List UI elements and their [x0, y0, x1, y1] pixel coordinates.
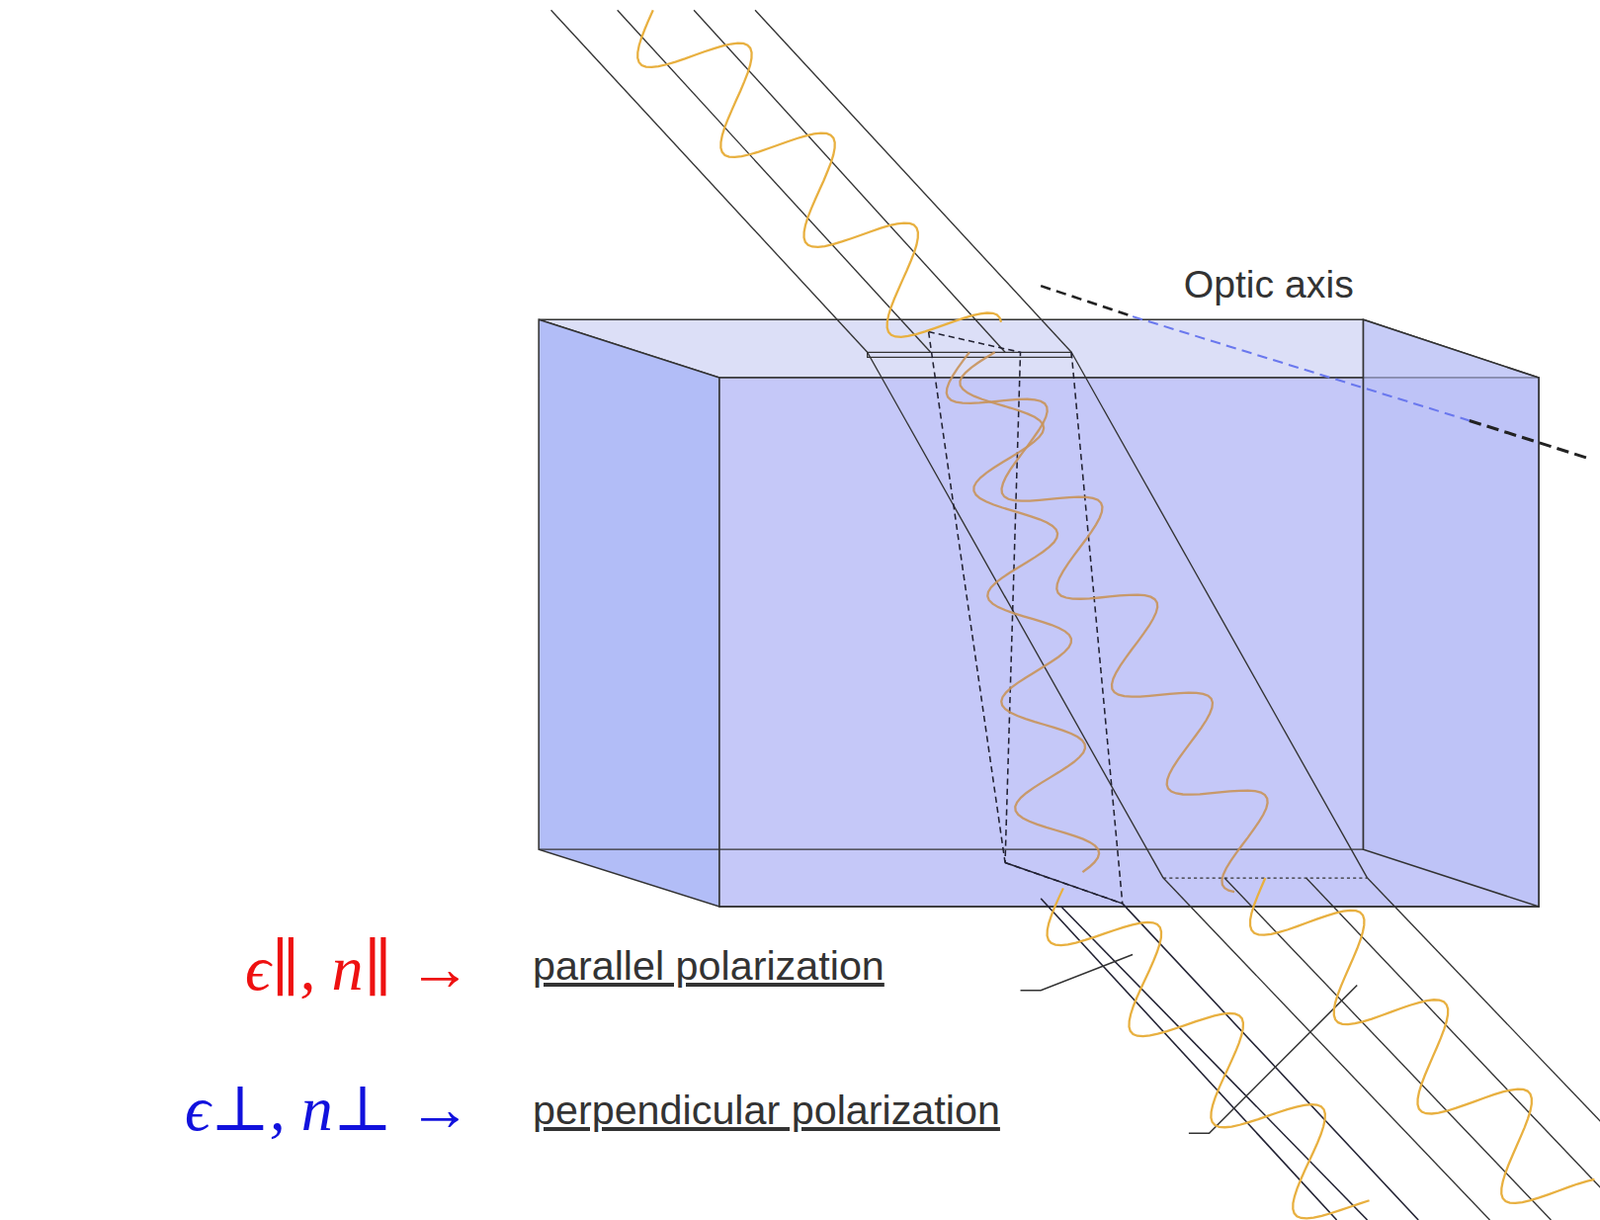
light-wave — [959, 351, 1099, 872]
leader-line — [1020, 954, 1134, 991]
math-label: ϵ⊥, n⊥ → — [184, 1074, 472, 1144]
polarization-label: parallel polarization — [532, 943, 885, 989]
math-label: ϵ∥, n∥ → — [245, 933, 472, 1004]
polarization-label: perpendicular polarization — [532, 1088, 1001, 1133]
optic-axis — [1040, 285, 1133, 317]
extraordinary-beam — [928, 332, 1420, 1220]
light-wave — [637, 9, 1002, 337]
light-wave — [1250, 877, 1595, 1203]
light-wave — [1047, 887, 1370, 1218]
crystal-right-face — [1362, 319, 1539, 907]
light-waves — [637, 9, 1595, 1218]
light-wave — [946, 351, 1268, 892]
crystal-back-edge — [1362, 319, 1364, 849]
crystal-bottom-edge — [719, 905, 1539, 908]
crystal-left-face — [538, 319, 720, 907]
optic-axis — [1132, 316, 1470, 421]
axis-label: Optic axis — [1183, 262, 1354, 306]
optic-axis — [1469, 420, 1593, 459]
leader-line — [1188, 984, 1357, 1133]
incident-beam — [551, 9, 1073, 352]
